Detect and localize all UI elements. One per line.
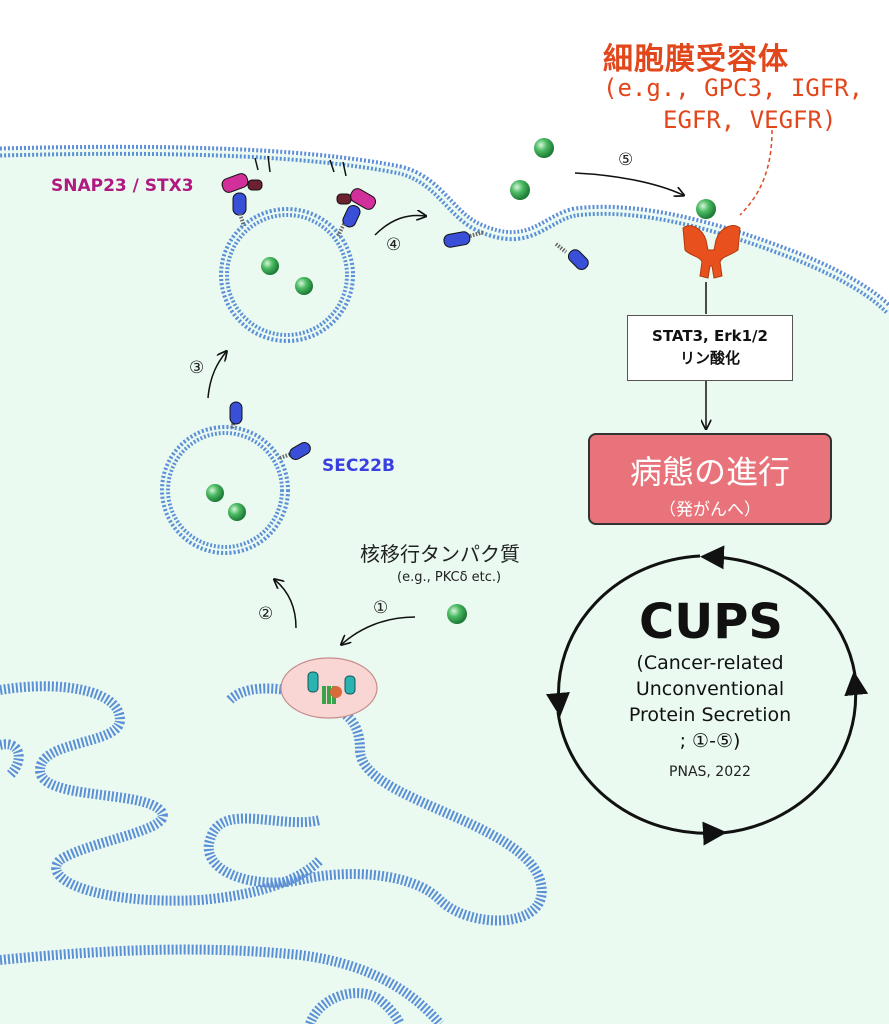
signal-box: STAT3, Erk1/2 リン酸化 — [627, 315, 793, 381]
receptor-examples-2: EGFR, VEGFR) — [663, 106, 837, 134]
receptor-icon — [682, 225, 741, 279]
sec22b-fused — [443, 230, 589, 271]
vesicle-budding — [160, 401, 311, 555]
arrow-step-3 — [207, 352, 226, 399]
vesicle-docking — [219, 207, 355, 343]
disease-title: 病態の進行 — [629, 453, 790, 491]
protein-ball — [447, 604, 467, 624]
protein-ball — [696, 199, 716, 219]
er-budding-complex — [280, 657, 378, 719]
arrow-step-5 — [574, 172, 683, 195]
nuclear-protein-example: (e.g., PKCδ etc.) — [397, 570, 502, 585]
cytoplasm — [0, 150, 889, 1024]
snare-complex-right — [329, 159, 377, 237]
disease-box: 病態の進行 （発がんへ） — [588, 433, 832, 525]
sec22b-protein — [229, 401, 311, 460]
step-5-label: ⑤ — [618, 150, 634, 170]
protein-ball — [534, 138, 554, 158]
step-3-label: ③ — [189, 358, 205, 378]
cups-cycle — [545, 545, 869, 846]
sec22b-label: SEC22B — [322, 456, 395, 476]
arrow-step-4 — [374, 216, 425, 236]
receptor-title: 細胞膜受容体 — [603, 42, 789, 77]
protein-ball — [261, 257, 279, 275]
cups-line-4: ; ①-⑤) — [679, 730, 741, 752]
cups-line-2: Unconventional — [635, 678, 785, 700]
arrow-step-2 — [275, 580, 297, 629]
snare-complex-left — [221, 155, 271, 227]
er-membrane — [0, 681, 547, 1024]
receptor-examples-1: (e.g., GPC3, IGFR, — [603, 74, 864, 102]
step-2-label: ② — [258, 604, 274, 624]
cups-line-3: Protein Secretion — [628, 704, 792, 726]
disease-subtitle: （発がんへ） — [659, 500, 761, 520]
step-4-label: ④ — [386, 235, 402, 255]
signal-line-2: リン酸化 — [679, 349, 740, 367]
nuclear-protein-label: 核移行タンパク質 — [360, 542, 520, 566]
signal-line-1: STAT3, Erk1/2 — [652, 327, 768, 345]
plasma-membrane — [0, 144, 889, 314]
cups-reference: PNAS, 2022 — [669, 764, 751, 780]
cups-title: CUPS — [639, 594, 783, 650]
protein-ball — [295, 277, 313, 295]
protein-ball — [510, 180, 530, 200]
arrow-step-1 — [342, 616, 416, 644]
protein-ball — [206, 484, 224, 502]
cups-line-1: (Cancer-related — [636, 652, 784, 674]
step-1-label: ① — [373, 598, 389, 618]
snap-label: SNAP23 / STX3 — [51, 176, 194, 196]
protein-ball — [228, 503, 246, 521]
receptor-pointer — [739, 129, 773, 216]
